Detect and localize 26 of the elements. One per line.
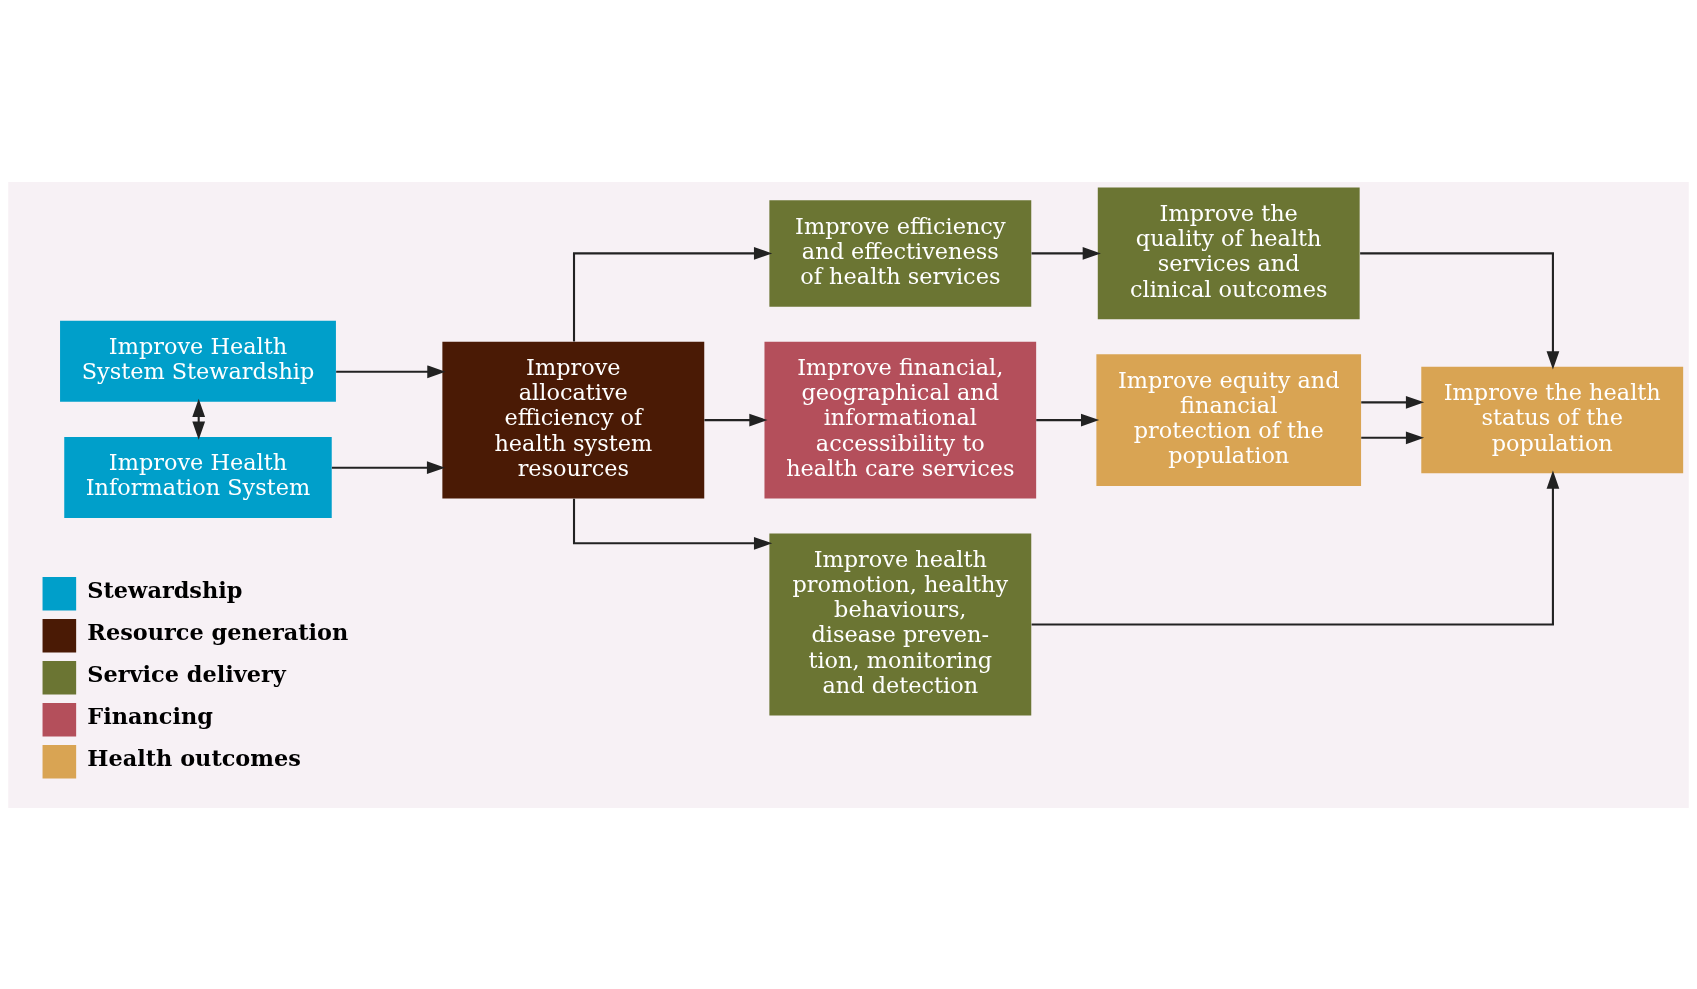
legend-label: Stewardship xyxy=(87,576,243,603)
arrow xyxy=(1360,251,1560,370)
legend-label: Financing xyxy=(87,702,213,729)
legend-label: Service delivery xyxy=(87,660,286,687)
arrow xyxy=(572,246,773,342)
node-box: Improve Health Information System xyxy=(64,436,332,518)
arrow xyxy=(336,364,446,378)
legend-label: Health outcomes xyxy=(87,744,301,771)
arrow xyxy=(1031,246,1101,260)
node-box: Improve financial, geographical and informational accessibility to health care services xyxy=(764,341,1037,498)
node-box: Improve Health System Stewardship xyxy=(60,320,336,402)
arrow xyxy=(192,398,206,440)
arrow xyxy=(1031,470,1560,626)
legend-label: Resource generation xyxy=(87,618,349,645)
arrow xyxy=(704,413,768,426)
node-box: Improve the quality of health services and clinical outcomes xyxy=(1097,187,1360,319)
arrow xyxy=(1361,430,1425,444)
node-box: Improve equity and financial protection of the population xyxy=(1096,353,1362,486)
arrow xyxy=(331,460,446,474)
arrow xyxy=(1036,413,1100,426)
node-box: Improve health promotion, healthy behaviours, disease preven- tion, monitoring and detection xyxy=(769,533,1032,716)
node-box: Improve the health status of the population xyxy=(1421,366,1684,473)
node-box: Improve allocative efficiency of health system resources xyxy=(442,341,705,498)
arrow xyxy=(572,498,773,550)
node-box: Improve efficiency and effectiveness of health services xyxy=(769,199,1032,307)
arrow xyxy=(1361,395,1425,409)
